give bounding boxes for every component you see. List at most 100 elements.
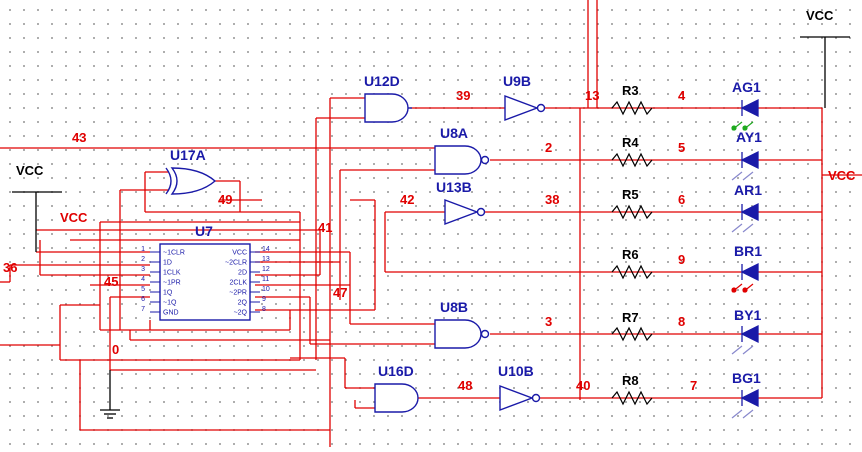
led-bg1[interactable]: [740, 388, 759, 408]
gate-label-u16d: U16D: [378, 363, 414, 379]
u7-left-pin-name: ~1CLR: [163, 250, 185, 257]
net-label-4: 4: [678, 88, 686, 103]
u7-left-pin-number: 7: [141, 306, 145, 313]
u7-left-pin-name: 1Q: [163, 290, 173, 297]
u7-left-pin-number: 6: [141, 296, 145, 303]
vcc-label-red-left: VCC: [60, 210, 88, 225]
net-label-47: 47: [333, 285, 347, 300]
gate-u13b[interactable]: [444, 198, 479, 226]
gate-label-u8a: U8A: [440, 125, 468, 141]
net-label-49: 49: [218, 192, 232, 207]
led-label-ag1: AG1: [732, 79, 761, 95]
led-label-br1: BR1: [734, 243, 762, 259]
net-label-5: 5: [678, 140, 685, 155]
led-br1[interactable]: [740, 262, 759, 282]
gate-u8a[interactable]: [434, 145, 482, 175]
u7-right-pin-name: 2CLK: [229, 280, 247, 287]
net-label-6: 6: [678, 192, 685, 207]
resistor-label-r7: R7: [622, 310, 639, 325]
led-label-ay1: AY1: [736, 129, 762, 145]
labels: VCC VCC VCC VCC U12D U9B U8A U13B U17A U…: [3, 8, 856, 393]
resistor-label-r6: R6: [622, 247, 639, 262]
net-label-9: 9: [678, 252, 685, 267]
resistor-label-r8: R8: [622, 373, 639, 388]
u7-right-pin-number: 14: [262, 246, 270, 253]
vcc-label-red-right: VCC: [828, 168, 856, 183]
net-label-36: 36: [3, 260, 17, 275]
gate-u8b[interactable]: [434, 319, 482, 349]
ic-label-u7: U7: [195, 223, 213, 239]
led-lit-dots: [731, 125, 748, 293]
ic-u7-body[interactable]: [159, 243, 251, 321]
resistor-r6[interactable]: [611, 264, 653, 280]
led-label-bg1: BG1: [732, 370, 761, 386]
net-label-42: 42: [400, 192, 414, 207]
u7-left-pin-name: 1CLK: [163, 270, 181, 277]
resistor-r7[interactable]: [611, 326, 653, 342]
u7-left-pin-name: ~1PR: [163, 280, 181, 287]
net-label-2: 2: [545, 140, 552, 155]
u7-left-pin-name: ~1Q: [163, 300, 177, 307]
leds: [740, 98, 759, 408]
gate-u12d[interactable]: [364, 93, 409, 123]
net-label-38: 38: [545, 192, 559, 207]
resistor-label-r4: R4: [622, 135, 639, 150]
u7-right-pin-number: 8: [262, 306, 266, 313]
gate-label-u12d: U12D: [364, 73, 400, 89]
u7-right-pin-name: 2D: [238, 270, 247, 277]
u7-right-pin-number: 9: [262, 296, 266, 303]
net-label-41: 41: [318, 220, 332, 235]
gate-label-u9b: U9B: [503, 73, 531, 89]
resistor-r4[interactable]: [611, 152, 653, 168]
led-ay1[interactable]: [740, 150, 759, 170]
led-by1[interactable]: [740, 324, 759, 344]
u7-right-pin-number: 10: [262, 286, 270, 293]
u7-left-pin-number: 5: [141, 286, 145, 293]
u7-left-pin-number: 4: [141, 276, 145, 283]
u7-right-pin-number: 11: [262, 276, 269, 283]
resistor-r8[interactable]: [611, 390, 653, 406]
gate-u16d[interactable]: [374, 383, 419, 413]
u7-right-pin-name: ~2Q: [234, 310, 248, 317]
net-label-13: 13: [585, 88, 599, 103]
power-symbols: [12, 36, 850, 419]
resistor-label-r5: R5: [622, 187, 639, 202]
u7-right-pin-number: 13: [262, 256, 270, 263]
u7-right-pin-number: 12: [262, 266, 270, 273]
u7-left-pin-number: 1: [141, 246, 145, 253]
u7-right-pin-name: ~2CLR: [225, 260, 247, 267]
gate-u9b[interactable]: [504, 94, 539, 122]
resistor-r5[interactable]: [611, 204, 653, 220]
u7-left-pin-number: 3: [141, 266, 145, 273]
vcc-label-top-right: VCC: [806, 8, 834, 23]
u7-left-pin-number: 2: [141, 256, 145, 263]
resistor-label-r3: R3: [622, 83, 639, 98]
resistors: [611, 100, 653, 406]
led-ag1[interactable]: [740, 98, 759, 118]
net-label-39: 39: [456, 88, 470, 103]
net-label-0: 0: [112, 342, 119, 357]
u7-right-pin-name: 2Q: [238, 300, 248, 307]
gate-label-u17a: U17A: [170, 147, 206, 163]
net-label-8: 8: [678, 314, 685, 329]
led-label-ar1: AR1: [734, 182, 762, 198]
u7-right-pin-name: VCC: [232, 250, 247, 257]
gate-label-u13b: U13B: [436, 179, 472, 195]
led-ar1[interactable]: [740, 202, 759, 222]
resistor-r3[interactable]: [611, 100, 653, 116]
net-label-7: 7: [690, 378, 697, 393]
vcc-label-left: VCC: [16, 163, 44, 178]
u7-left-pin-name: 1D: [163, 260, 172, 267]
gate-u10b[interactable]: [499, 384, 534, 412]
net-label-45: 45: [104, 274, 118, 289]
u7-left-pin-name: GND: [163, 310, 179, 317]
net-label-3: 3: [545, 314, 552, 329]
net-label-43: 43: [72, 130, 86, 145]
gate-u17a[interactable]: [170, 167, 217, 195]
net-label-48: 48: [458, 378, 472, 393]
net-label-40: 40: [576, 378, 590, 393]
led-label-by1: BY1: [734, 307, 761, 323]
